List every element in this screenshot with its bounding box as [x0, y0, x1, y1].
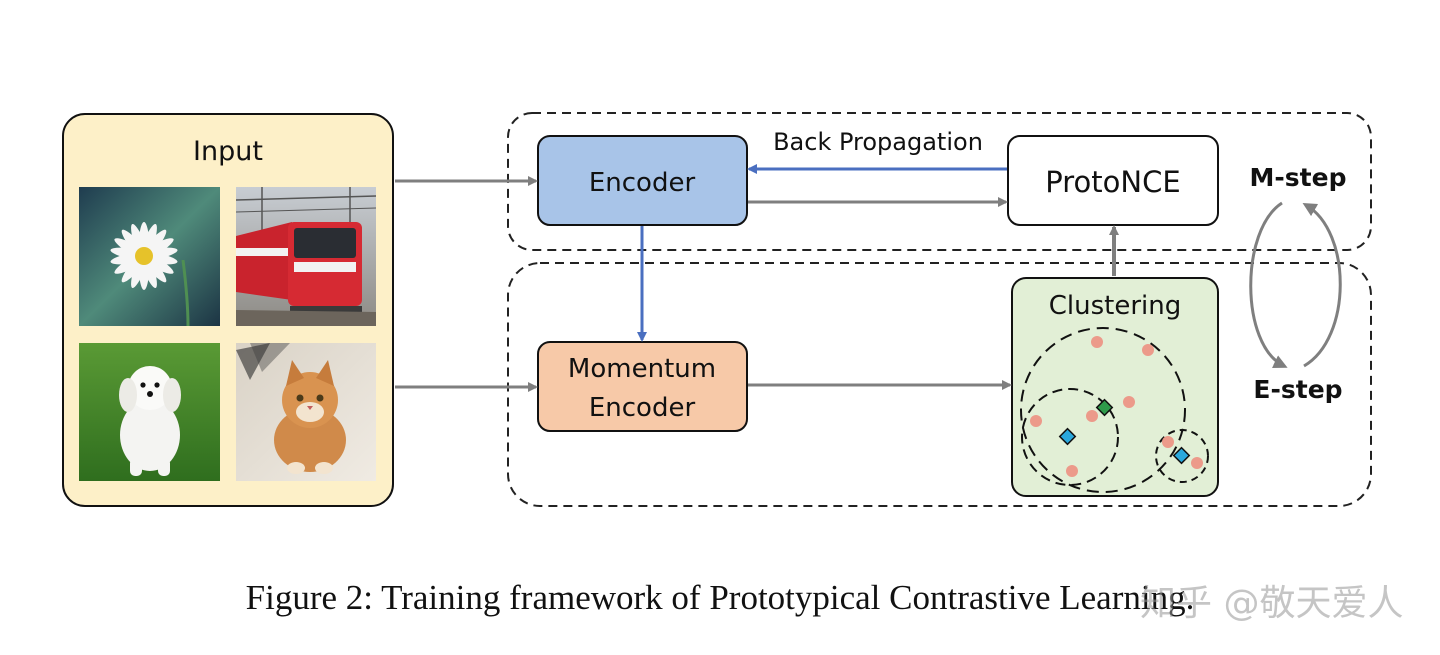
m-step-label: M-step: [1250, 163, 1347, 192]
back-propagation-label: Back Propagation: [773, 128, 983, 156]
input-label: Input: [193, 136, 263, 167]
e-step-group-border: [507, 262, 1372, 507]
cluster-circle-small: [1155, 429, 1209, 483]
image-red-train: [235, 187, 377, 326]
prototype-diamond-blue: [1058, 427, 1077, 446]
image-white-dog: [79, 343, 220, 481]
cycle-arrow-left: [1249, 201, 1288, 368]
prototype-diamond-green: [1095, 398, 1114, 417]
data-point: [1142, 344, 1154, 356]
data-point: [1191, 457, 1203, 469]
data-point: [1030, 415, 1042, 427]
prototype-diamond-blue: [1172, 446, 1191, 465]
momentum-encoder-box: [537, 341, 748, 432]
encoder-box: [537, 135, 748, 226]
data-point: [1066, 465, 1078, 477]
data-point: [1162, 436, 1174, 448]
encoder-label: Encoder: [589, 168, 696, 198]
cluster-circle-medium: [1021, 388, 1119, 486]
momentum-encoder-label-line2: Encoder: [589, 393, 696, 423]
data-point: [1091, 336, 1103, 348]
momentum-encoder-label-line1: Momentum: [568, 354, 716, 384]
data-point: [1086, 410, 1098, 422]
image-tabby-cat: [236, 343, 376, 481]
cluster-circle-large: [1020, 327, 1186, 493]
cycle-arrow-right: [1302, 202, 1342, 368]
protonce-label: ProtoNCE: [1045, 165, 1180, 199]
image-daisy-flower: [79, 187, 220, 327]
data-point: [1123, 396, 1135, 408]
clustering-label: Clustering: [1049, 291, 1182, 321]
e-step-label: E-step: [1253, 375, 1342, 404]
watermark: 知乎 @敬天爱人: [1140, 583, 1404, 624]
figure-caption: Figure 2: Training framework of Prototyp…: [245, 578, 1195, 617]
